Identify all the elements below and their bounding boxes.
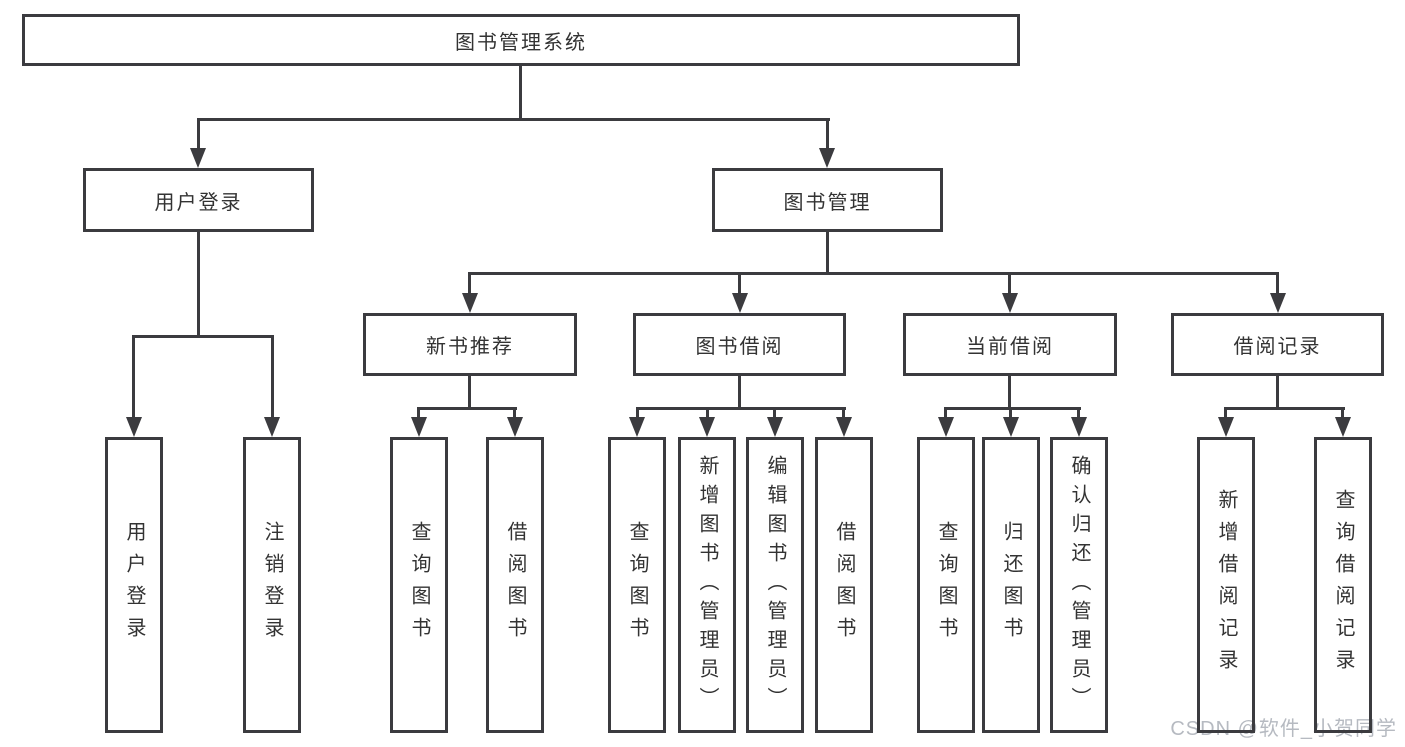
node-root-label: 图书管理系统 — [455, 31, 587, 54]
leaf-logout-label: 注销登录 — [261, 521, 283, 649]
edge-current-borrow-bus — [944, 407, 1081, 410]
leaf-user-login-label: 用户登录 — [123, 521, 145, 649]
edge-user-login-bus — [132, 335, 274, 338]
node-book-borrow-label: 图书借阅 — [695, 336, 784, 358]
node-new-book-recommend: 新书推荐 — [363, 313, 577, 376]
csdn-watermark: CSDN @软件_小贺同学 — [1170, 718, 1397, 740]
leaf-logout: 注销登录 — [243, 437, 301, 733]
leaf-borrow-books-1: 借阅图书 — [486, 437, 544, 733]
arrowhead-leaf-logout — [264, 417, 280, 437]
leaf-edit-books-admin: 编辑图书（管理员） — [746, 437, 804, 733]
leaf-edit-books-admin-label: 编辑图书（管理员） — [764, 454, 786, 716]
edge-drop-query-books-3 — [944, 407, 947, 421]
edge-drop-new-book — [468, 272, 471, 295]
leaf-query-borrow-record-label: 查询借阅记录 — [1332, 489, 1354, 681]
edge-drop-user-login — [197, 118, 200, 152]
node-book-borrow: 图书借阅 — [633, 313, 846, 376]
arrowhead-add-record — [1218, 417, 1234, 437]
leaf-borrow-books-2-label: 借阅图书 — [833, 521, 855, 649]
leaf-query-books-2-label: 查询图书 — [626, 521, 648, 649]
arrowhead-new-book — [462, 293, 478, 313]
arrowhead-edit-books — [767, 417, 783, 437]
leaf-add-books-admin-label: 新增图书（管理员） — [696, 454, 718, 716]
leaf-query-books-1: 查询图书 — [390, 437, 448, 733]
leaf-add-borrow-record: 新增借阅记录 — [1197, 437, 1255, 733]
node-new-book-recommend-label: 新书推荐 — [426, 336, 514, 358]
node-current-borrow-label: 当前借阅 — [966, 336, 1054, 358]
leaf-borrow-books-1-label: 借阅图书 — [504, 521, 526, 649]
edge-drop-borrow-books-2 — [842, 407, 845, 421]
edge-new-book-bus — [417, 407, 517, 410]
leaf-add-borrow-record-label: 新增借阅记录 — [1215, 489, 1237, 681]
node-current-borrow: 当前借阅 — [903, 313, 1117, 376]
arrowhead-user-login — [190, 148, 206, 168]
edge-drop-query-books-1 — [417, 407, 420, 421]
edge-drop-borrow-records — [1276, 272, 1279, 295]
edge-root-stem — [519, 64, 522, 118]
leaf-return-books: 归还图书 — [982, 437, 1040, 733]
edge-new-book-stem — [468, 376, 471, 407]
edge-drop-return-books — [1009, 407, 1012, 421]
leaf-query-books-3-label: 查询图书 — [935, 521, 957, 649]
edge-current-borrow-stem — [1008, 376, 1011, 407]
edge-drop-add-books — [706, 407, 709, 421]
edge-book-management-stem — [826, 232, 829, 272]
arrowhead-leaf-user-login — [126, 417, 142, 437]
arrowhead-query-record — [1335, 417, 1351, 437]
arrowhead-return-books — [1003, 417, 1019, 437]
arrowhead-borrow-records — [1270, 293, 1286, 313]
arrowhead-book-management — [819, 148, 835, 168]
leaf-confirm-return-admin-label: 确认归还（管理员） — [1068, 454, 1090, 716]
leaf-return-books-label: 归还图书 — [1000, 521, 1022, 649]
node-user-login: 用户登录 — [83, 168, 314, 232]
edge-drop-borrow-books-1 — [513, 407, 516, 421]
arrowhead-confirm-return — [1071, 417, 1087, 437]
node-user-login-label: 用户登录 — [154, 191, 243, 214]
node-borrow-records: 借阅记录 — [1171, 313, 1384, 376]
arrowhead-borrow-books-2 — [836, 417, 852, 437]
edge-root-bus — [197, 118, 830, 121]
arrowhead-current-borrow — [1002, 293, 1018, 313]
edge-borrow-records-bus — [1224, 407, 1345, 410]
edge-drop-book-management — [826, 118, 829, 152]
arrowhead-query-books-2 — [629, 417, 645, 437]
edge-drop-query-record — [1341, 407, 1344, 421]
node-borrow-records-label: 借阅记录 — [1233, 336, 1322, 358]
edge-drop-edit-books — [773, 407, 776, 421]
arrowhead-book-borrow — [732, 293, 748, 313]
arrowhead-query-books-1 — [411, 417, 427, 437]
arrowhead-add-books — [699, 417, 715, 437]
leaf-query-books-3: 查询图书 — [917, 437, 975, 733]
edge-drop-add-record — [1224, 407, 1227, 421]
leaf-add-books-admin: 新增图书（管理员） — [678, 437, 736, 733]
leaf-query-books-1-label: 查询图书 — [408, 521, 430, 649]
edge-drop-current-borrow — [1008, 272, 1011, 295]
edge-drop-book-borrow — [738, 272, 741, 295]
edge-drop-confirm-return — [1077, 407, 1080, 421]
leaf-user-login: 用户登录 — [105, 437, 163, 733]
arrowhead-query-books-3 — [938, 417, 954, 437]
leaf-query-books-2: 查询图书 — [608, 437, 666, 733]
arrowhead-borrow-books-1 — [507, 417, 523, 437]
edge-drop-leaf-logout — [271, 335, 274, 419]
edge-user-login-stem — [197, 232, 200, 335]
edge-drop-query-books-2 — [636, 407, 639, 421]
edge-drop-leaf-user-login — [132, 335, 135, 419]
node-book-management-label: 图书管理 — [783, 191, 872, 214]
edge-book-management-bus — [468, 272, 1279, 275]
node-book-management: 图书管理 — [712, 168, 943, 232]
leaf-confirm-return-admin: 确认归还（管理员） — [1050, 437, 1108, 733]
node-root: 图书管理系统 — [22, 14, 1020, 66]
leaf-borrow-books-2: 借阅图书 — [815, 437, 873, 733]
edge-book-borrow-stem — [738, 376, 741, 407]
leaf-query-borrow-record: 查询借阅记录 — [1314, 437, 1372, 733]
edge-book-borrow-bus — [636, 407, 846, 410]
edge-borrow-records-stem — [1276, 376, 1279, 407]
